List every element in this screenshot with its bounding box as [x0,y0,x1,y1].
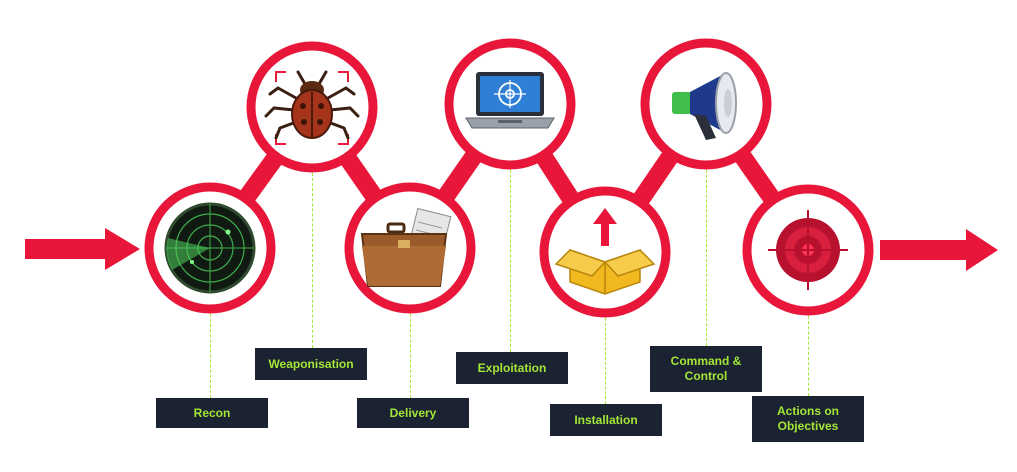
node-actions-on-objectives [742,184,874,316]
target-icon [768,210,848,290]
megaphone-icon [672,72,737,140]
node-recon [144,182,276,314]
stage-label-installation: Installation [550,404,662,436]
leader-line-installation [605,318,606,404]
stage-label-command-control: Command & Control [650,346,762,392]
stage-label-exploitation: Exploitation [456,352,568,384]
output-arrow [880,229,998,271]
package-icon [554,208,656,295]
stage-label-delivery: Delivery [357,398,469,428]
leader-line-delivery [410,314,411,398]
input-arrow [25,228,140,270]
stage-label-recon: Recon [156,398,268,428]
node-weaponisation [246,41,378,173]
radar-icon [164,202,256,294]
leader-line-exploitation [510,170,511,352]
leader-line-command-control [706,170,707,346]
node-delivery [344,182,476,314]
briefcase-icon [360,207,452,287]
leader-line-recon [210,314,211,398]
node-command-control [640,38,772,170]
node-exploitation [444,38,576,170]
laptop-target-icon [465,72,555,129]
leader-line-actions [808,316,809,396]
stage-label-weaponisation: Weaponisation [255,348,367,380]
node-installation [539,186,671,318]
leader-line-weaponisation [312,173,313,348]
stage-label-actions-on-objectives: Actions on Objectives [752,396,864,442]
bug-icon [264,70,360,145]
